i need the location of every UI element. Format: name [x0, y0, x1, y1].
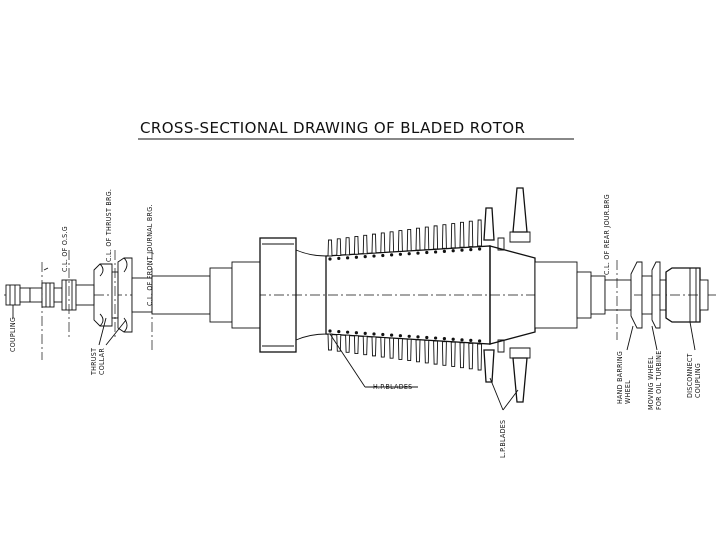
hp-blade	[450, 341, 456, 367]
hp-blade	[336, 238, 342, 256]
hp-blade	[380, 337, 386, 358]
hp-blade-root	[460, 338, 464, 342]
hp-blade	[459, 221, 465, 248]
hp-blade-root	[337, 329, 341, 334]
hp-blade-root	[354, 331, 358, 335]
hp-blade	[336, 334, 342, 352]
hp-blades-lower	[327, 329, 483, 371]
hp-blade-root	[460, 248, 464, 252]
hp-blade	[389, 337, 395, 359]
hp-blade	[406, 338, 412, 362]
hp-blade-root	[363, 255, 367, 259]
disconnect-coupling-label-1: DISCONNECT	[686, 353, 694, 398]
drawing-title: CROSS-SECTIONAL DRAWING OF BLADED ROTOR	[140, 119, 525, 137]
hp-blade	[371, 336, 377, 357]
hp-blade-root	[434, 250, 438, 254]
hp-blade	[415, 227, 421, 251]
hp-blade	[450, 223, 456, 249]
hp-blade-root	[425, 250, 429, 255]
hp-blade-root	[442, 249, 446, 253]
thrust-collar-label-2: COLLAR	[98, 348, 106, 375]
hp-blade-root	[407, 334, 411, 338]
hp-blade	[397, 338, 403, 360]
hp-blade-root	[478, 339, 482, 343]
hp-blade-root	[328, 257, 332, 261]
hp-blade	[441, 224, 447, 249]
hp-blade	[371, 233, 377, 254]
moving-wheel-label-1: MOVING WHEEL	[647, 356, 655, 410]
hp-blade-root	[416, 251, 420, 255]
disconnect-coupling-label-2: COUPLING	[694, 363, 702, 398]
hp-blade	[362, 335, 368, 356]
hp-blade	[362, 234, 368, 255]
hp-blade-root	[398, 334, 402, 338]
cl-front-journal-label: C.L. OF FRONT JOURNAL BRG.	[146, 204, 154, 306]
hp-blade-root	[346, 330, 350, 334]
hp-blade-root	[381, 332, 385, 337]
hp-blade-root	[451, 249, 455, 253]
hp-blade	[327, 239, 333, 257]
coupling-label: COUPLING	[9, 317, 17, 352]
hp-blade-root	[337, 256, 341, 261]
hp-blade-root	[451, 337, 455, 341]
hp-blade	[397, 230, 403, 252]
front-journal-shaft	[151, 261, 261, 329]
hp-blade	[468, 342, 474, 370]
hp-blade	[415, 339, 421, 363]
hp-blade-root	[346, 256, 350, 260]
hp-blades-upper	[327, 219, 483, 261]
hp-blade	[345, 334, 351, 353]
hp-blade	[380, 232, 386, 253]
hp-blade-root	[416, 335, 420, 339]
hp-blade-root	[398, 252, 402, 256]
hp-blade	[424, 340, 430, 364]
hp-blade-root	[372, 254, 376, 258]
hp-blade	[468, 220, 474, 248]
hp-blade	[327, 333, 333, 351]
hp-blade	[345, 237, 351, 256]
hp-blade-root	[363, 331, 367, 335]
rear-shaft-section	[590, 261, 709, 329]
hp-blade-root	[407, 252, 411, 256]
hp-blade-root	[381, 253, 385, 258]
thrust-collar-section	[75, 257, 153, 333]
hp-blade	[353, 335, 359, 354]
left-coupling	[5, 284, 31, 306]
hp-blade-root	[425, 335, 429, 340]
cl-rear-journal-label: C.L. OF REAR JOUR.BRG	[603, 194, 611, 275]
hand-barring-label-1: HAND BARRING	[616, 351, 624, 404]
hp-blade-root	[390, 253, 394, 257]
leader-lines	[12, 267, 696, 411]
hp-blade	[477, 219, 483, 247]
hp-blade-root	[469, 247, 473, 252]
cl-thrust-brg-label: C.L. OF THRUST BRG.	[105, 189, 113, 262]
lp-blades	[483, 187, 531, 403]
hand-barring-label-2: WHEEL	[624, 380, 632, 404]
hp-blade-root	[372, 332, 376, 336]
hp-blade-root	[354, 255, 358, 259]
moving-wheel-label-2: FOR OIL TURBINE	[655, 351, 663, 410]
hp-blade	[441, 341, 447, 366]
cl-osg-label: C.L. OF O.S.G	[61, 226, 69, 272]
hp-blade-root	[442, 337, 446, 341]
thrust-collar-label-1: THRUST	[90, 348, 98, 376]
hp-blade-root	[478, 247, 482, 251]
hp-blade	[406, 228, 412, 252]
hp-blade-root	[328, 329, 332, 333]
hp-blade	[477, 343, 483, 371]
lp-rotor-body	[489, 245, 592, 345]
hp-blade-root	[469, 338, 473, 343]
hp-blade-root	[434, 336, 438, 340]
hp-blade	[433, 225, 439, 250]
lp-blades-label: L.P.BLADES	[499, 420, 507, 458]
hp-blade	[433, 340, 439, 365]
hp-blade	[459, 342, 465, 369]
hp-blade	[424, 226, 430, 250]
hp-blade	[353, 236, 359, 255]
hp-blade-root	[390, 333, 394, 337]
hp-blade	[389, 231, 395, 253]
